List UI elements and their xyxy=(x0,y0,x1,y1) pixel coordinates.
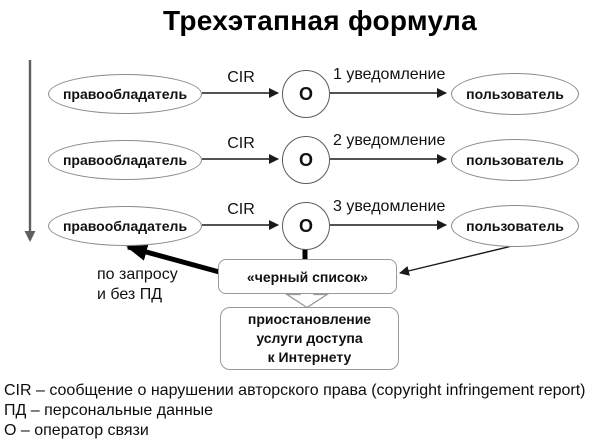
blacklist-box: «черный список» xyxy=(218,259,397,294)
suspension-line1: приостановление xyxy=(247,311,372,327)
page-title: Трехэтапная формула xyxy=(162,5,477,36)
legend: CIR – сообщение о нарушении авторского п… xyxy=(4,381,586,441)
suspension-line3: к Интернету xyxy=(267,349,352,365)
user-to-blacklist-arrow xyxy=(399,245,513,276)
legend-line-o: О – оператор связи xyxy=(4,422,149,439)
operator-circle: О xyxy=(282,70,330,118)
user-ellipse: пользователь xyxy=(451,139,579,181)
cir-label: CIR xyxy=(227,201,255,218)
legend-line-pd: ПД – персональные данные xyxy=(4,402,214,419)
notice-label: 3 уведомление xyxy=(333,198,446,215)
notice-label: 2 уведомление xyxy=(333,132,446,149)
request-note-line1: по запросу xyxy=(97,266,178,283)
request-note: по запросу и без ПД xyxy=(97,265,178,304)
user-ellipse: пользователь xyxy=(451,205,579,247)
rights-holder-ellipse: правообладатель xyxy=(48,140,202,180)
rights-holder-ellipse: правообладатель xyxy=(48,206,202,246)
rights-holder-ellipse: правообладатель xyxy=(48,74,202,114)
block-arrow-down-icon xyxy=(284,291,330,309)
notice-label: 1 уведомление xyxy=(333,66,446,83)
suspension-box: приостановление услуги доступа к Интерне… xyxy=(220,307,399,370)
cir-label: CIR xyxy=(227,135,255,152)
suspension-line2: услуги доступа xyxy=(256,330,363,346)
user-ellipse: пользователь xyxy=(451,73,579,115)
cir-label: CIR xyxy=(227,69,255,86)
blacklist-to-rightsholder-arrow xyxy=(126,243,224,276)
legend-line-cir: CIR – сообщение о нарушении авторского п… xyxy=(4,382,586,399)
request-note-line2: и без ПД xyxy=(97,285,163,303)
operator-circle: О xyxy=(282,136,330,184)
operator-circle: О xyxy=(282,202,330,250)
